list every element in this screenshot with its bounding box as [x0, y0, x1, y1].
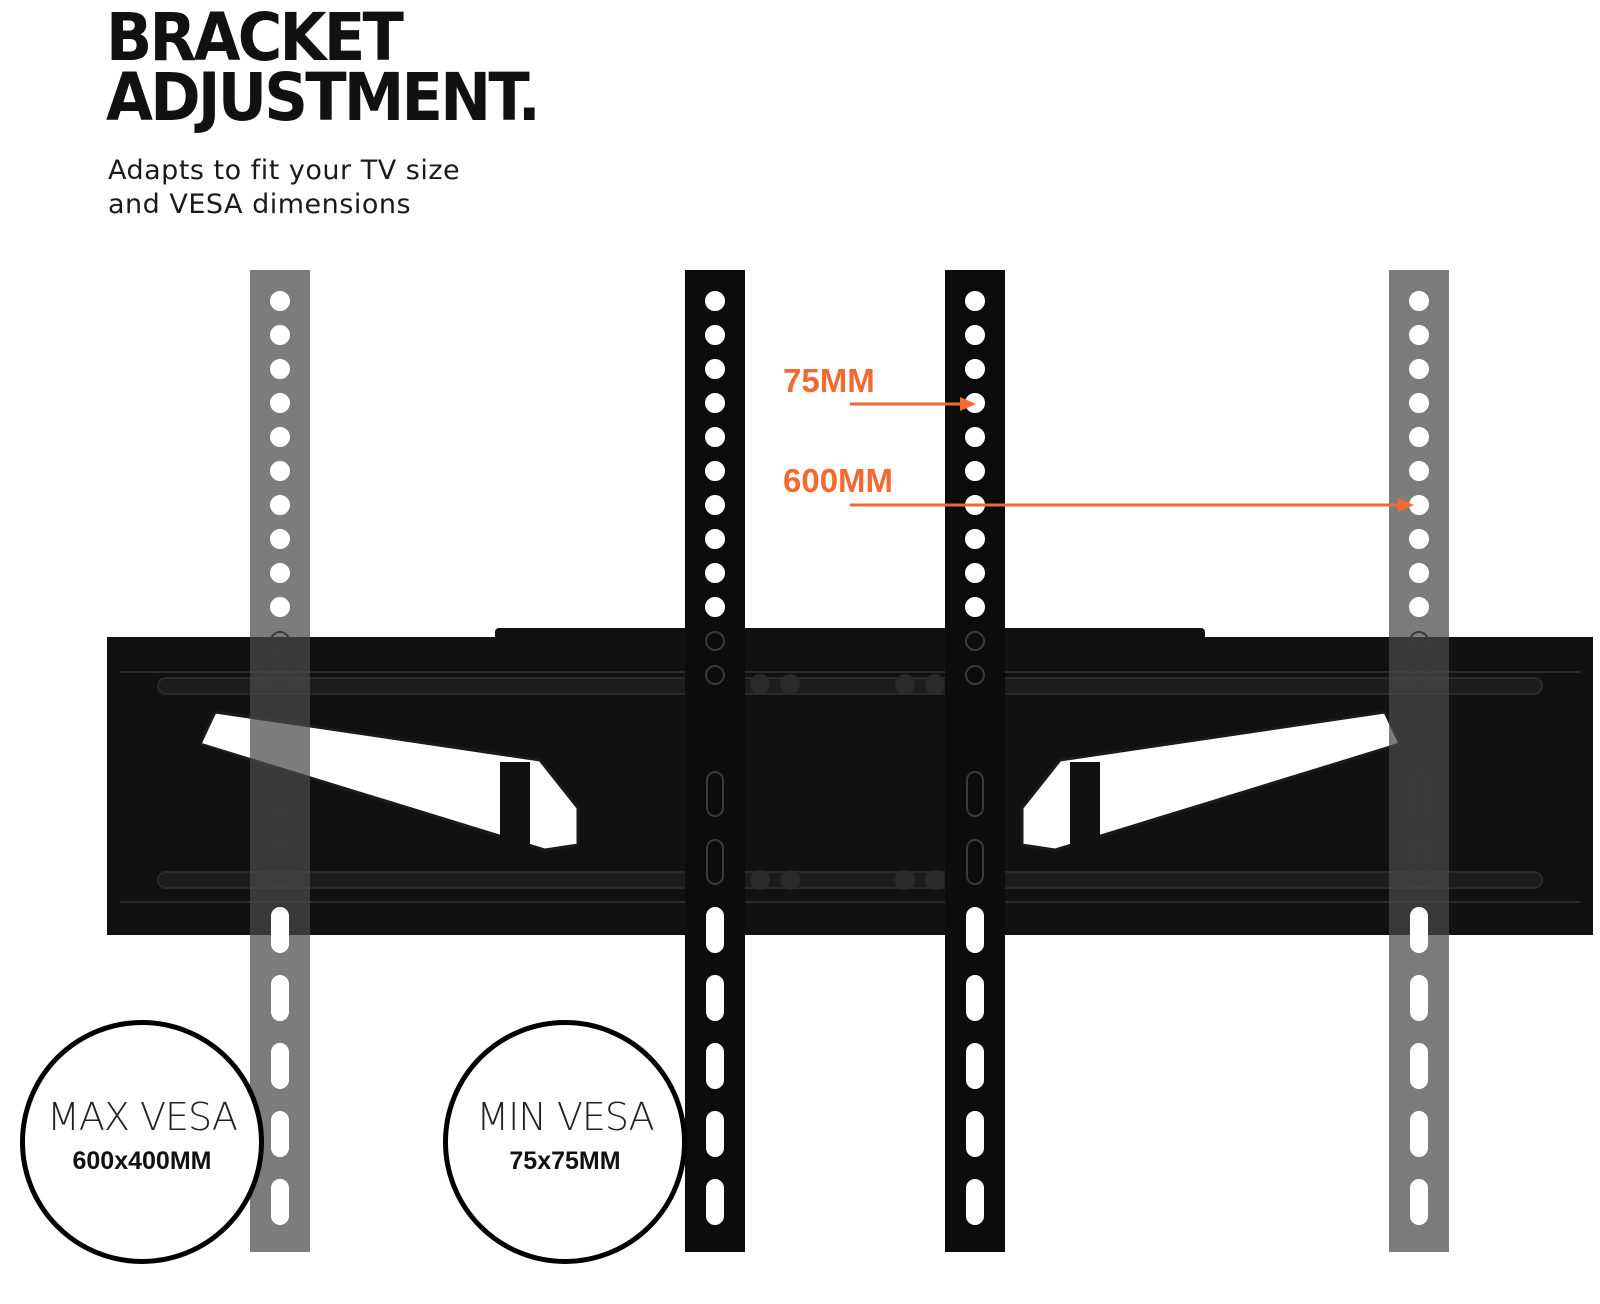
arm-hole	[270, 631, 290, 651]
arm-slot	[271, 771, 289, 817]
arm-slot	[271, 975, 289, 1021]
arm-hole	[270, 325, 290, 345]
arm-hole	[965, 291, 985, 311]
arm-slot	[966, 975, 984, 1021]
arm-hole	[705, 393, 725, 413]
arm-slot	[706, 771, 724, 817]
arm-hole	[705, 631, 725, 651]
arm-hole	[1409, 529, 1429, 549]
title-line-2: ADJUSTMENT.	[106, 59, 541, 136]
arm-hole	[1409, 359, 1429, 379]
arm-far-right	[1389, 270, 1449, 1252]
arm-slot	[706, 907, 724, 953]
arm-hole	[705, 291, 725, 311]
arm-hole	[1409, 631, 1429, 651]
page-title: BRACKET ADJUSTMENT.	[106, 0, 541, 136]
arm-slot	[966, 1179, 984, 1225]
subtitle-line-2: and VESA dimensions	[108, 189, 412, 220]
arm-hole	[705, 461, 725, 481]
arm-inner-right	[945, 270, 1005, 1252]
arm-hole	[270, 461, 290, 481]
arm-hole	[965, 563, 985, 583]
max-vesa-label: MAX VESA	[47, 1095, 238, 1139]
measure-label-600: 600MM	[783, 462, 894, 499]
subtitle: Adapts to fit your TV size and VESA dime…	[108, 154, 460, 222]
arm-slot	[966, 1043, 984, 1089]
arm-hole	[705, 495, 725, 515]
arm-hole	[270, 563, 290, 583]
measure-label-75: 75MM	[783, 362, 875, 399]
measure-arrow-600	[850, 498, 1414, 512]
arm-slot	[706, 839, 724, 885]
arm-slot	[966, 839, 984, 885]
arm-slot	[271, 907, 289, 953]
arm-slot	[1410, 975, 1428, 1021]
arm-hole	[965, 631, 985, 651]
arm-hole	[965, 665, 985, 685]
arm-slot	[966, 771, 984, 817]
arm-inner-left	[685, 270, 745, 1252]
arm-slot	[1410, 839, 1428, 885]
arm-hole	[705, 427, 725, 447]
arm-hole	[270, 359, 290, 379]
arm-hole	[965, 529, 985, 549]
arm-slot	[271, 1043, 289, 1089]
arm-hole	[1409, 393, 1429, 413]
min-vesa-badge: MIN VESA 75x75MM	[443, 1020, 687, 1264]
arm-slot	[1410, 1043, 1428, 1089]
arm-hole	[705, 563, 725, 583]
arm-holes	[270, 291, 1429, 1225]
arm-hole	[965, 461, 985, 481]
arm-slot	[1410, 907, 1428, 953]
wall-plate	[107, 628, 1593, 935]
arm-hole	[705, 665, 725, 685]
arm-hole	[1409, 597, 1429, 617]
arm-hole	[1409, 325, 1429, 345]
arm-hole	[1409, 563, 1429, 583]
arm-slot	[1410, 1179, 1428, 1225]
arm-slot	[1410, 1111, 1428, 1157]
arm-far-left	[250, 270, 310, 1252]
arm-hole	[705, 325, 725, 345]
arm-slot	[706, 1179, 724, 1225]
arm-slot	[271, 839, 289, 885]
arm-hole	[270, 665, 290, 685]
arm-hole	[1409, 665, 1429, 685]
arm-slot	[1410, 771, 1428, 817]
arm-hole	[965, 597, 985, 617]
max-vesa-badge: MAX VESA 600x400MM	[20, 1020, 264, 1264]
arm-slot	[706, 975, 724, 1021]
arm-hole	[270, 495, 290, 515]
arm-hole	[965, 359, 985, 379]
arm-hole	[1409, 291, 1429, 311]
arm-hole	[270, 427, 290, 447]
max-vesa-value: 600x400MM	[72, 1147, 212, 1175]
arm-slot	[706, 1111, 724, 1157]
arm-slot	[271, 1111, 289, 1157]
arm-hole	[270, 529, 290, 549]
min-vesa-value: 75x75MM	[509, 1147, 621, 1175]
arm-slot	[271, 1179, 289, 1225]
arm-hole	[270, 393, 290, 413]
arm-hole	[1409, 427, 1429, 447]
measure-arrow-75	[850, 397, 976, 411]
arm-hole	[270, 597, 290, 617]
arm-hole	[270, 291, 290, 311]
arm-hole	[1409, 461, 1429, 481]
arm-hole	[965, 427, 985, 447]
subtitle-line-1: Adapts to fit your TV size	[108, 155, 461, 186]
arm-slot	[966, 1111, 984, 1157]
arm-slot	[706, 1043, 724, 1089]
arm-hole	[705, 597, 725, 617]
arm-hole	[705, 529, 725, 549]
min-vesa-label: MIN VESA	[476, 1095, 654, 1139]
arm-hole	[705, 359, 725, 379]
arm-hole	[965, 325, 985, 345]
arm-slot	[966, 907, 984, 953]
title-line-1: BRACKET	[106, 0, 404, 76]
